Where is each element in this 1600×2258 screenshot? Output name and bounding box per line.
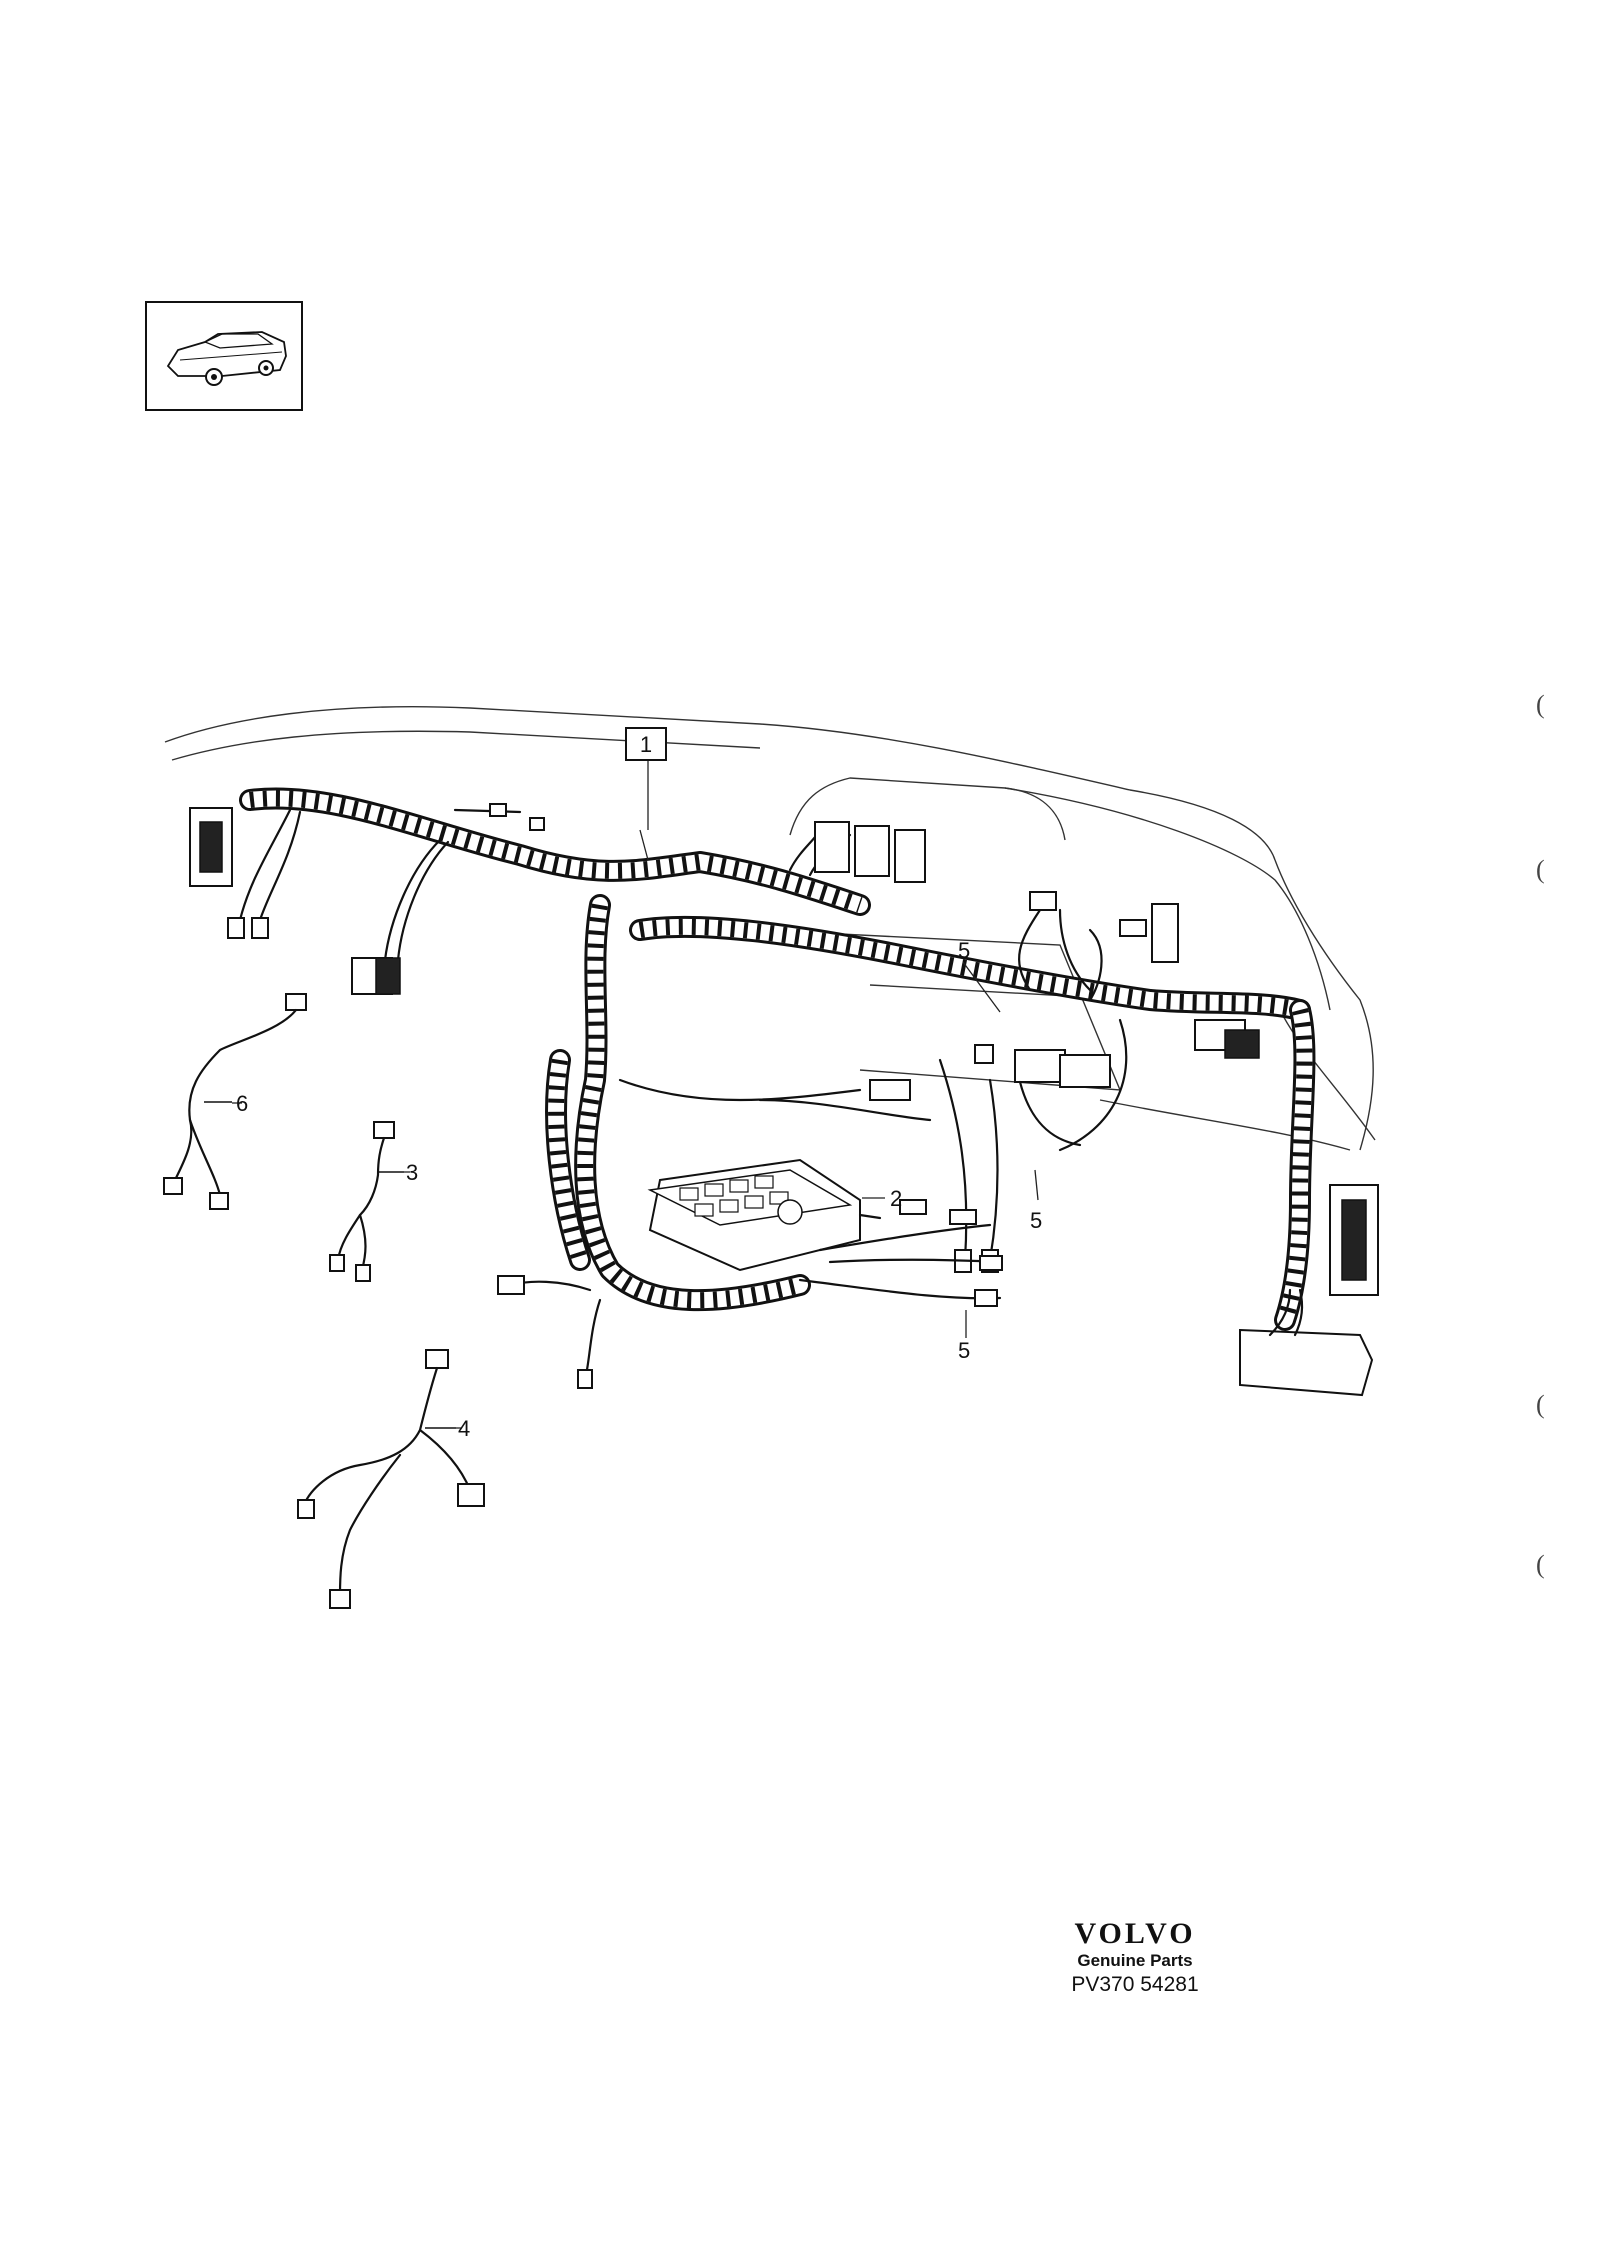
svg-text:1: 1 xyxy=(640,732,652,757)
margin-mark: ( xyxy=(1536,690,1545,719)
callout-branch-5-bottom: 5 xyxy=(958,1338,970,1363)
callout-fuse-box: 2 xyxy=(890,1186,902,1211)
part-code: PV370 54281 xyxy=(1071,1973,1199,1996)
callout-branch-5-top: 5 xyxy=(958,938,970,963)
volvo-branding: VOLVO Genuine Parts PV370 54281 xyxy=(1030,1918,1240,1998)
left-branches xyxy=(227,803,545,995)
left-end-connector xyxy=(189,807,233,887)
margin-mark: ( xyxy=(1536,855,1545,884)
callout-cable-3: 3 xyxy=(406,1160,418,1185)
brand-tagline: Genuine Parts xyxy=(1077,1951,1193,1970)
fuse-box xyxy=(647,1158,882,1272)
cable-3 xyxy=(329,1121,404,1282)
right-upper-connectors xyxy=(1018,891,1179,1002)
callout-branch-5-right: 5 xyxy=(1030,1208,1042,1233)
cable-6 xyxy=(163,993,307,1210)
right-lower-connector-block xyxy=(1239,1184,1379,1397)
car-sedan-icon xyxy=(166,331,287,386)
lower-branches xyxy=(497,1199,1003,1389)
callout-harness-box: 1 xyxy=(625,727,667,761)
main-harness xyxy=(239,787,1316,1331)
car-thumbnail xyxy=(145,301,303,411)
margin-mark: ( xyxy=(1536,1390,1545,1419)
callout-cable-6: 6 xyxy=(236,1091,248,1116)
cable-4 xyxy=(297,1349,485,1609)
callout-cable-4: 4 xyxy=(458,1416,470,1441)
margin-mark: ( xyxy=(1536,1550,1545,1579)
leader-lines xyxy=(232,760,1039,1429)
top-center-connectors xyxy=(788,821,926,883)
volvo-logo: VOLVO xyxy=(1074,1917,1196,1950)
